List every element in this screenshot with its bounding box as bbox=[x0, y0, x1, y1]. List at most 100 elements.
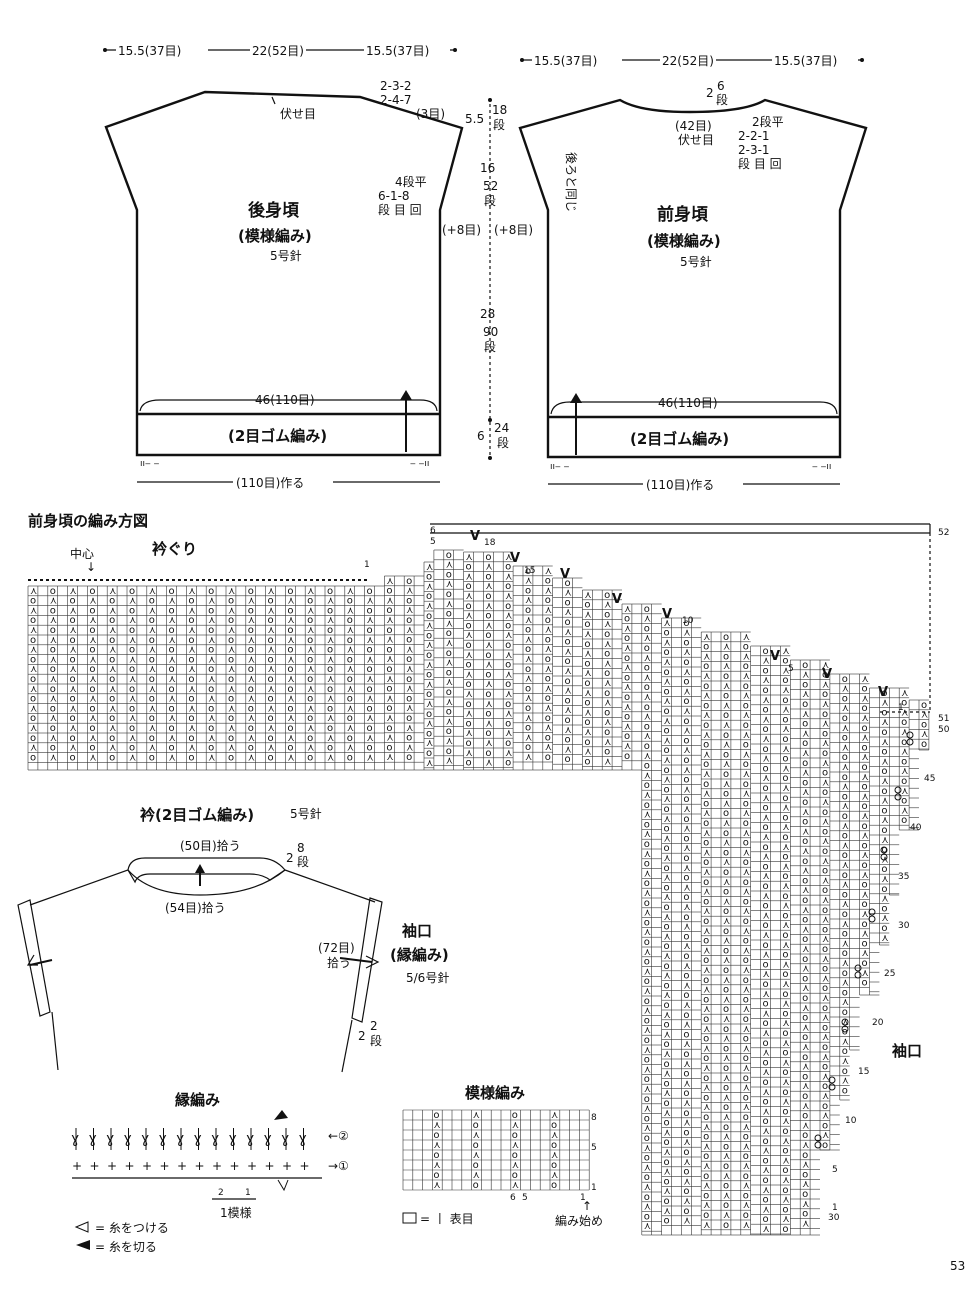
svg-text:o: o bbox=[545, 674, 551, 685]
svg-text:o: o bbox=[505, 620, 511, 631]
svg-text:⋏: ⋏ bbox=[763, 1048, 770, 1059]
svg-text:o: o bbox=[644, 819, 650, 830]
svg-text:o: o bbox=[703, 916, 709, 927]
svg-text:⋏: ⋏ bbox=[782, 1214, 789, 1225]
svg-text:o: o bbox=[802, 817, 808, 828]
svg-text:o: o bbox=[545, 654, 551, 665]
svg-text:⋏: ⋏ bbox=[802, 1140, 809, 1151]
svg-text:o: o bbox=[307, 596, 313, 607]
svg-text:⋏: ⋏ bbox=[723, 798, 730, 809]
svg-text:⋏: ⋏ bbox=[822, 797, 829, 808]
svg-text:⋏: ⋏ bbox=[644, 1045, 651, 1056]
svg-text:⋏: ⋏ bbox=[347, 664, 354, 675]
svg-text:⋏: ⋏ bbox=[703, 1200, 710, 1211]
svg-text:+: + bbox=[142, 1159, 152, 1173]
svg-text:o: o bbox=[624, 731, 630, 742]
svg-text:⋏: ⋏ bbox=[664, 1127, 671, 1138]
svg-text:o: o bbox=[763, 1136, 769, 1147]
svg-text:o: o bbox=[782, 1126, 788, 1137]
svg-text:+: + bbox=[90, 1159, 100, 1173]
svg-text:⋏: ⋏ bbox=[822, 1032, 829, 1043]
svg-text:o: o bbox=[842, 1046, 848, 1057]
svg-text:o: o bbox=[70, 654, 76, 665]
svg-text:o: o bbox=[406, 674, 412, 685]
row-label-50: 50 bbox=[938, 725, 950, 735]
svg-text:o: o bbox=[89, 723, 95, 734]
svg-text:⋏: ⋏ bbox=[782, 665, 789, 676]
pattern-stitch-title: 模様編み bbox=[465, 1084, 525, 1102]
svg-text:o: o bbox=[842, 870, 848, 881]
svg-text:o: o bbox=[446, 628, 452, 639]
svg-text:⋏: ⋏ bbox=[723, 955, 730, 966]
svg-text:⋏: ⋏ bbox=[604, 737, 611, 748]
svg-text:⋏: ⋏ bbox=[703, 847, 710, 858]
svg-text:o: o bbox=[169, 684, 175, 695]
svg-text:2: 2 bbox=[218, 1188, 224, 1198]
svg-text:o: o bbox=[723, 730, 729, 741]
svg-text:o: o bbox=[268, 615, 274, 626]
svg-text:o: o bbox=[782, 714, 788, 725]
svg-text:⋏: ⋏ bbox=[50, 694, 57, 705]
svg-text:⋏: ⋏ bbox=[723, 1014, 730, 1025]
svg-text:o: o bbox=[683, 971, 689, 982]
front-neck-shaping-1: 2段平 bbox=[752, 114, 784, 129]
svg-text:o: o bbox=[604, 688, 610, 699]
svg-text:⋏: ⋏ bbox=[782, 646, 789, 657]
svg-text:V: V bbox=[560, 567, 570, 582]
svg-text:+: + bbox=[230, 1159, 240, 1173]
svg-text:⋏: ⋏ bbox=[763, 1185, 770, 1196]
svg-text:o: o bbox=[347, 635, 353, 646]
svg-text:o: o bbox=[109, 694, 115, 705]
svg-text:⋏: ⋏ bbox=[644, 1202, 651, 1213]
back-title: 後身頃 bbox=[248, 200, 300, 221]
svg-text:o: o bbox=[624, 692, 630, 703]
svg-text:o: o bbox=[584, 737, 590, 748]
svg-text:⋏: ⋏ bbox=[822, 660, 829, 671]
svg-text:o: o bbox=[604, 707, 610, 718]
svg-text:o: o bbox=[822, 689, 828, 700]
svg-text:o: o bbox=[822, 1120, 828, 1131]
svg-text:⋏: ⋏ bbox=[89, 694, 96, 705]
svg-text:o: o bbox=[327, 605, 333, 616]
svg-text:o: o bbox=[782, 891, 788, 902]
svg-text:o: o bbox=[228, 615, 234, 626]
svg-text:o: o bbox=[446, 648, 452, 659]
svg-text:o: o bbox=[743, 661, 749, 672]
svg-text:o: o bbox=[466, 718, 472, 729]
svg-text:o: o bbox=[763, 822, 769, 833]
svg-text:o: o bbox=[624, 672, 630, 683]
svg-text:o: o bbox=[30, 596, 36, 607]
svg-text:⋏: ⋏ bbox=[703, 1220, 710, 1231]
svg-text:1: 1 bbox=[580, 1193, 586, 1203]
svg-text:o: o bbox=[802, 1209, 808, 1220]
svg-text:⋏: ⋏ bbox=[683, 902, 690, 913]
svg-text:⋏: ⋏ bbox=[149, 723, 156, 734]
svg-text:o: o bbox=[862, 723, 868, 734]
svg-text:⋏: ⋏ bbox=[268, 605, 275, 616]
svg-text:o: o bbox=[644, 682, 650, 693]
svg-text:o: o bbox=[367, 664, 373, 675]
svg-text:o: o bbox=[644, 663, 650, 674]
svg-text:o: o bbox=[347, 674, 353, 685]
svg-text:o: o bbox=[169, 664, 175, 675]
svg-text:⋏: ⋏ bbox=[881, 894, 888, 905]
svg-text:⋏: ⋏ bbox=[268, 703, 275, 714]
svg-text:o: o bbox=[782, 871, 788, 882]
svg-text:⋏: ⋏ bbox=[89, 635, 96, 646]
svg-text:⋏: ⋏ bbox=[426, 601, 433, 612]
svg-text:⋏: ⋏ bbox=[842, 1056, 849, 1067]
svg-text:⋏: ⋏ bbox=[881, 835, 888, 846]
svg-text:⋏: ⋏ bbox=[802, 709, 809, 720]
svg-text:o: o bbox=[881, 786, 887, 797]
svg-text:⋏: ⋏ bbox=[743, 828, 750, 839]
svg-text:⋏: ⋏ bbox=[782, 1116, 789, 1127]
svg-text:⋏: ⋏ bbox=[228, 743, 235, 754]
svg-text:o: o bbox=[802, 1169, 808, 1180]
svg-text:⋏: ⋏ bbox=[743, 1063, 750, 1074]
svg-text:o: o bbox=[485, 728, 491, 739]
svg-text:o: o bbox=[505, 562, 511, 573]
svg-text:⋏: ⋏ bbox=[743, 671, 750, 682]
svg-text:o: o bbox=[703, 1092, 709, 1103]
svg-text:o: o bbox=[723, 749, 729, 760]
svg-text:o: o bbox=[763, 744, 769, 755]
